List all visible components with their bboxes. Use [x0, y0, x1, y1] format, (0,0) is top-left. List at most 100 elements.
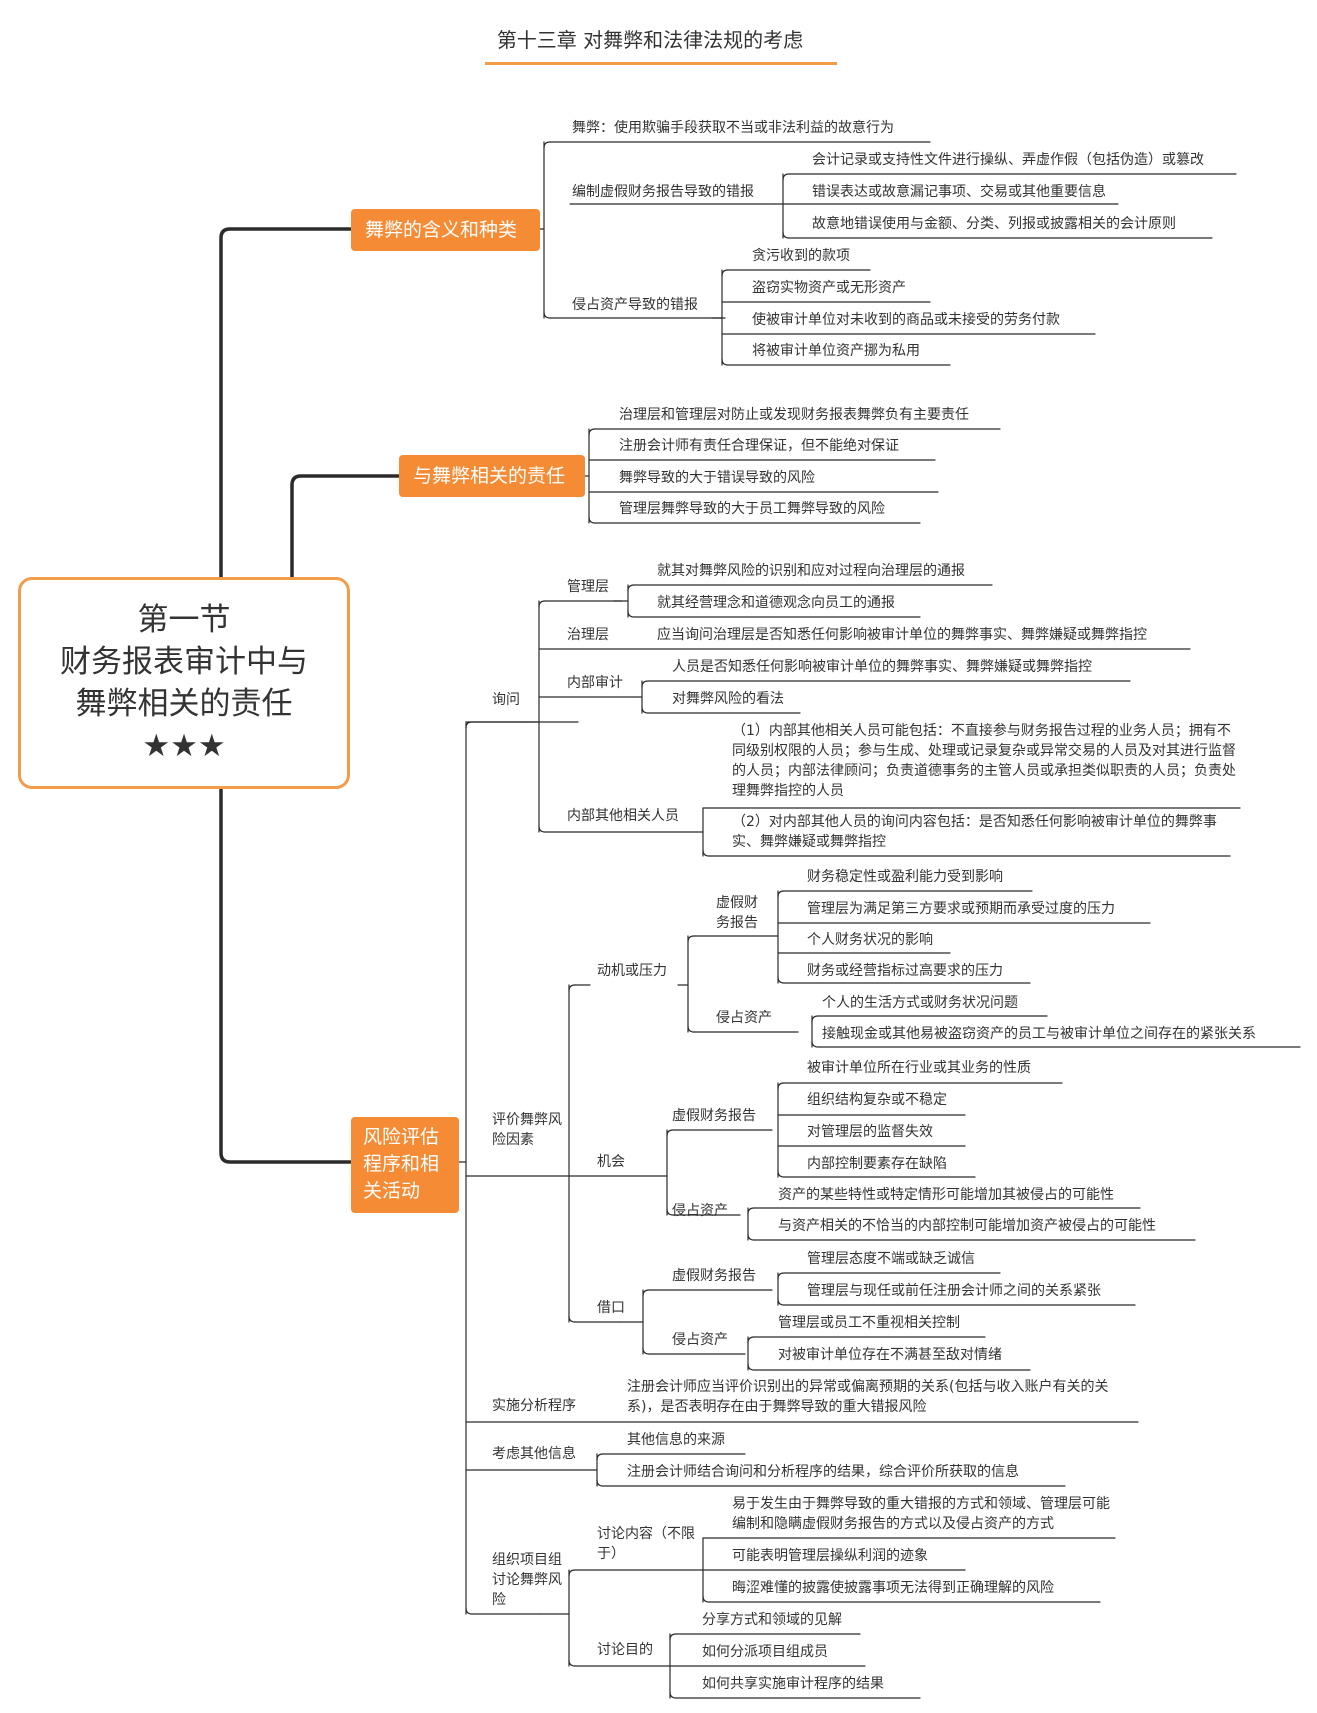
branch-curve — [747, 1207, 755, 1215]
branch-curve — [777, 1170, 785, 1178]
branch-curve — [811, 1015, 819, 1023]
false-report-item: 错误表达或故意漏记事项、交易或其他重要信息 — [812, 184, 1106, 200]
branch-curve — [568, 1659, 576, 1667]
motive-false-report-label: 虚假财务报告 — [716, 895, 758, 931]
branch-curve — [588, 516, 596, 524]
central-line-2: 财务报表审计中与 — [60, 644, 308, 680]
branch-curve — [543, 141, 551, 149]
discussion-content-label: 讨论内容（不限于） — [597, 1526, 695, 1562]
main-connector-1 — [219, 227, 352, 579]
misappropriation-item: 盗窃实物资产或无形资产 — [752, 280, 906, 296]
main-connector-2 — [290, 474, 400, 579]
excuse-false-report-item: 管理层态度不端或缺乏诚信 — [807, 1251, 975, 1267]
inquiry-internal-audit-label: 内部审计 — [567, 675, 623, 691]
other-info-item: 其他信息的来源 — [627, 1432, 725, 1448]
other-info-label: 考虑其他信息 — [492, 1446, 576, 1462]
discussion-content-item: 易于发生由于舞弊导致的重大错报的方式和领域、管理层可能编制和隐瞒虚假财务报告的方… — [732, 1496, 1110, 1532]
opportunity-false-report-item: 对管理层的监督失效 — [807, 1124, 933, 1140]
branch-curve — [641, 680, 649, 688]
page-title: 第十三章 对舞弊和法律法规的考虑 — [496, 28, 804, 52]
branch-curve — [666, 1129, 674, 1137]
branch-curve — [588, 428, 596, 436]
branch-curve — [687, 1025, 695, 1033]
excuse-misappropriation-item: 管理层或员工不重视相关控制 — [778, 1315, 960, 1331]
branch-curve — [543, 311, 551, 319]
motive-misappropriation-item: 个人的生活方式或财务状况问题 — [822, 995, 1018, 1011]
motive-misappropriation-label: 侵占资产 — [716, 1010, 772, 1026]
motive-false-report-item: 个人财务状况的影响 — [807, 932, 933, 948]
branch-curve — [642, 1289, 650, 1297]
inquiry-other-staff-item: （2）对内部其他人员的询问内容包括：是否知悉任何影响被审计单位的舞弊事实、舞弊嫌… — [732, 814, 1217, 850]
branch-curve — [747, 1363, 755, 1371]
opportunity-misappropriation-item: 与资产相关的不恰当的内部控制可能增加资产被侵占的可能性 — [778, 1218, 1156, 1234]
inquiry-management-item: 就其对舞弊风险的识别和应对过程向治理层的通报 — [657, 563, 965, 579]
misappropriation-item: 使被审计单位对未收到的商品或未接受的劳务付款 — [752, 312, 1060, 328]
topic-fraud-responsibility[interactable]: 与舞弊相关的责任 — [399, 455, 585, 497]
inquiry-label: 询问 — [492, 692, 520, 708]
excuse-label: 借口 — [597, 1300, 625, 1316]
branch-curve — [777, 890, 785, 898]
responsibility-item: 治理层和管理层对防止或发现财务报表舞弊负有主要责任 — [619, 407, 969, 423]
inquiry-other-staff-item: （1）内部其他相关人员可能包括：不直接参与财务报告过程的业务人员；拥有不同级别权… — [732, 723, 1236, 799]
false-report-item: 故意地错误使用与金额、分类、列报或披露相关的会计原则 — [812, 216, 1176, 232]
branch-curve — [777, 1272, 785, 1280]
motive-false-report-item: 管理层为满足第三方要求或预期而承受过度的压力 — [807, 901, 1115, 917]
branch-curve — [465, 721, 473, 729]
analytics-label: 实施分析程序 — [492, 1398, 576, 1414]
motive-misappropriation-item: 接触现金或其他易被盗窃资产的员工与被审计单位之间存在的紧张关系 — [822, 1026, 1256, 1042]
excuse-false-report-item: 管理层与现任或前任注册会计师之间的关系紧张 — [807, 1283, 1101, 1299]
branch-curve — [782, 231, 790, 239]
branch-curve — [596, 1479, 604, 1487]
topic-risk-assessment[interactable]: 风险评估程序和相关活动 — [351, 1117, 459, 1213]
excuse-misappropriation-item: 对被审计单位存在不满甚至敌对情绪 — [778, 1347, 1002, 1363]
branch-curve — [782, 173, 790, 181]
motive-label: 动机或压力 — [597, 963, 667, 979]
discussion-content-item: 可能表明管理层操纵利润的迹象 — [732, 1548, 928, 1564]
branch-curve — [627, 610, 635, 618]
discussion-purpose-item: 分享方式和领域的见解 — [702, 1612, 842, 1628]
inquiry-internal-audit-item: 对舞弊风险的看法 — [672, 691, 784, 707]
discussion-purpose-item: 如何分派项目组成员 — [702, 1644, 828, 1660]
branch-curve — [747, 1233, 755, 1241]
responsibility-item: 管理层舞弊导致的大于员工舞弊导致的风险 — [619, 501, 885, 517]
branch-curve — [777, 976, 785, 984]
main-connector-3 — [219, 787, 352, 1164]
responsibility-item: 舞弊导致的大于错误导致的风险 — [619, 470, 815, 486]
branch-curve — [747, 1336, 755, 1344]
opportunity-label: 机会 — [597, 1154, 625, 1170]
inquiry-governance-item: 应当询问治理层是否知悉任何影响被审计单位的舞弊事实、舞弊嫌疑或舞弊指控 — [657, 627, 1147, 643]
branch-curve — [811, 1040, 819, 1048]
title-underline — [485, 62, 837, 65]
misappropriation-item: 贪污收到的款项 — [752, 248, 850, 264]
branch-curve — [666, 1208, 674, 1216]
misappropriation-item: 将被审计单位资产挪为私用 — [752, 343, 920, 359]
branch-curve — [596, 1453, 604, 1461]
opportunity-false-report-item: 被审计单位所在行业或其业务的性质 — [807, 1060, 1031, 1076]
opportunity-misappropriation-label: 侵占资产 — [672, 1203, 728, 1219]
branch-curve — [777, 1298, 785, 1306]
branch-curve — [465, 1607, 473, 1615]
central-line-3: 舞弊相关的责任 — [75, 686, 293, 722]
branch-curve — [669, 1633, 677, 1641]
misappropriation-label: 侵占资产导致的错报 — [572, 297, 698, 313]
excuse-misappropriation-label: 侵占资产 — [672, 1332, 728, 1348]
opportunity-false-report-item: 内部控制要素存在缺陷 — [807, 1156, 947, 1172]
branch-curve — [568, 984, 576, 992]
branch-curve — [642, 1347, 650, 1355]
branch-curve — [538, 600, 546, 608]
inquiry-management-item: 就其经营理念和道德观念向员工的通报 — [657, 595, 895, 611]
branch-curve — [721, 269, 729, 277]
topic-fraud-definition[interactable]: 舞弊的含义和种类 — [351, 209, 540, 251]
inquiry-management-label: 管理层 — [567, 579, 609, 595]
discussion-content-item: 晦涩难懂的披露使披露事项无法得到正确理解的风险 — [732, 1580, 1054, 1596]
central-line-1: 第一节 — [137, 602, 231, 638]
branch-curve — [568, 1315, 576, 1323]
branch-curve — [702, 1595, 710, 1603]
central-topic: 第一节财务报表审计中与舞弊相关的责任★★★ — [18, 577, 350, 789]
motive-false-report-item: 财务稳定性或盈利能力受到影响 — [807, 869, 1003, 885]
branch-curve — [538, 825, 546, 833]
branch-curve — [627, 584, 635, 592]
inquiry-other-staff-label: 内部其他相关人员 — [567, 808, 679, 824]
opportunity-false-report-item: 组织结构复杂或不稳定 — [807, 1092, 947, 1108]
